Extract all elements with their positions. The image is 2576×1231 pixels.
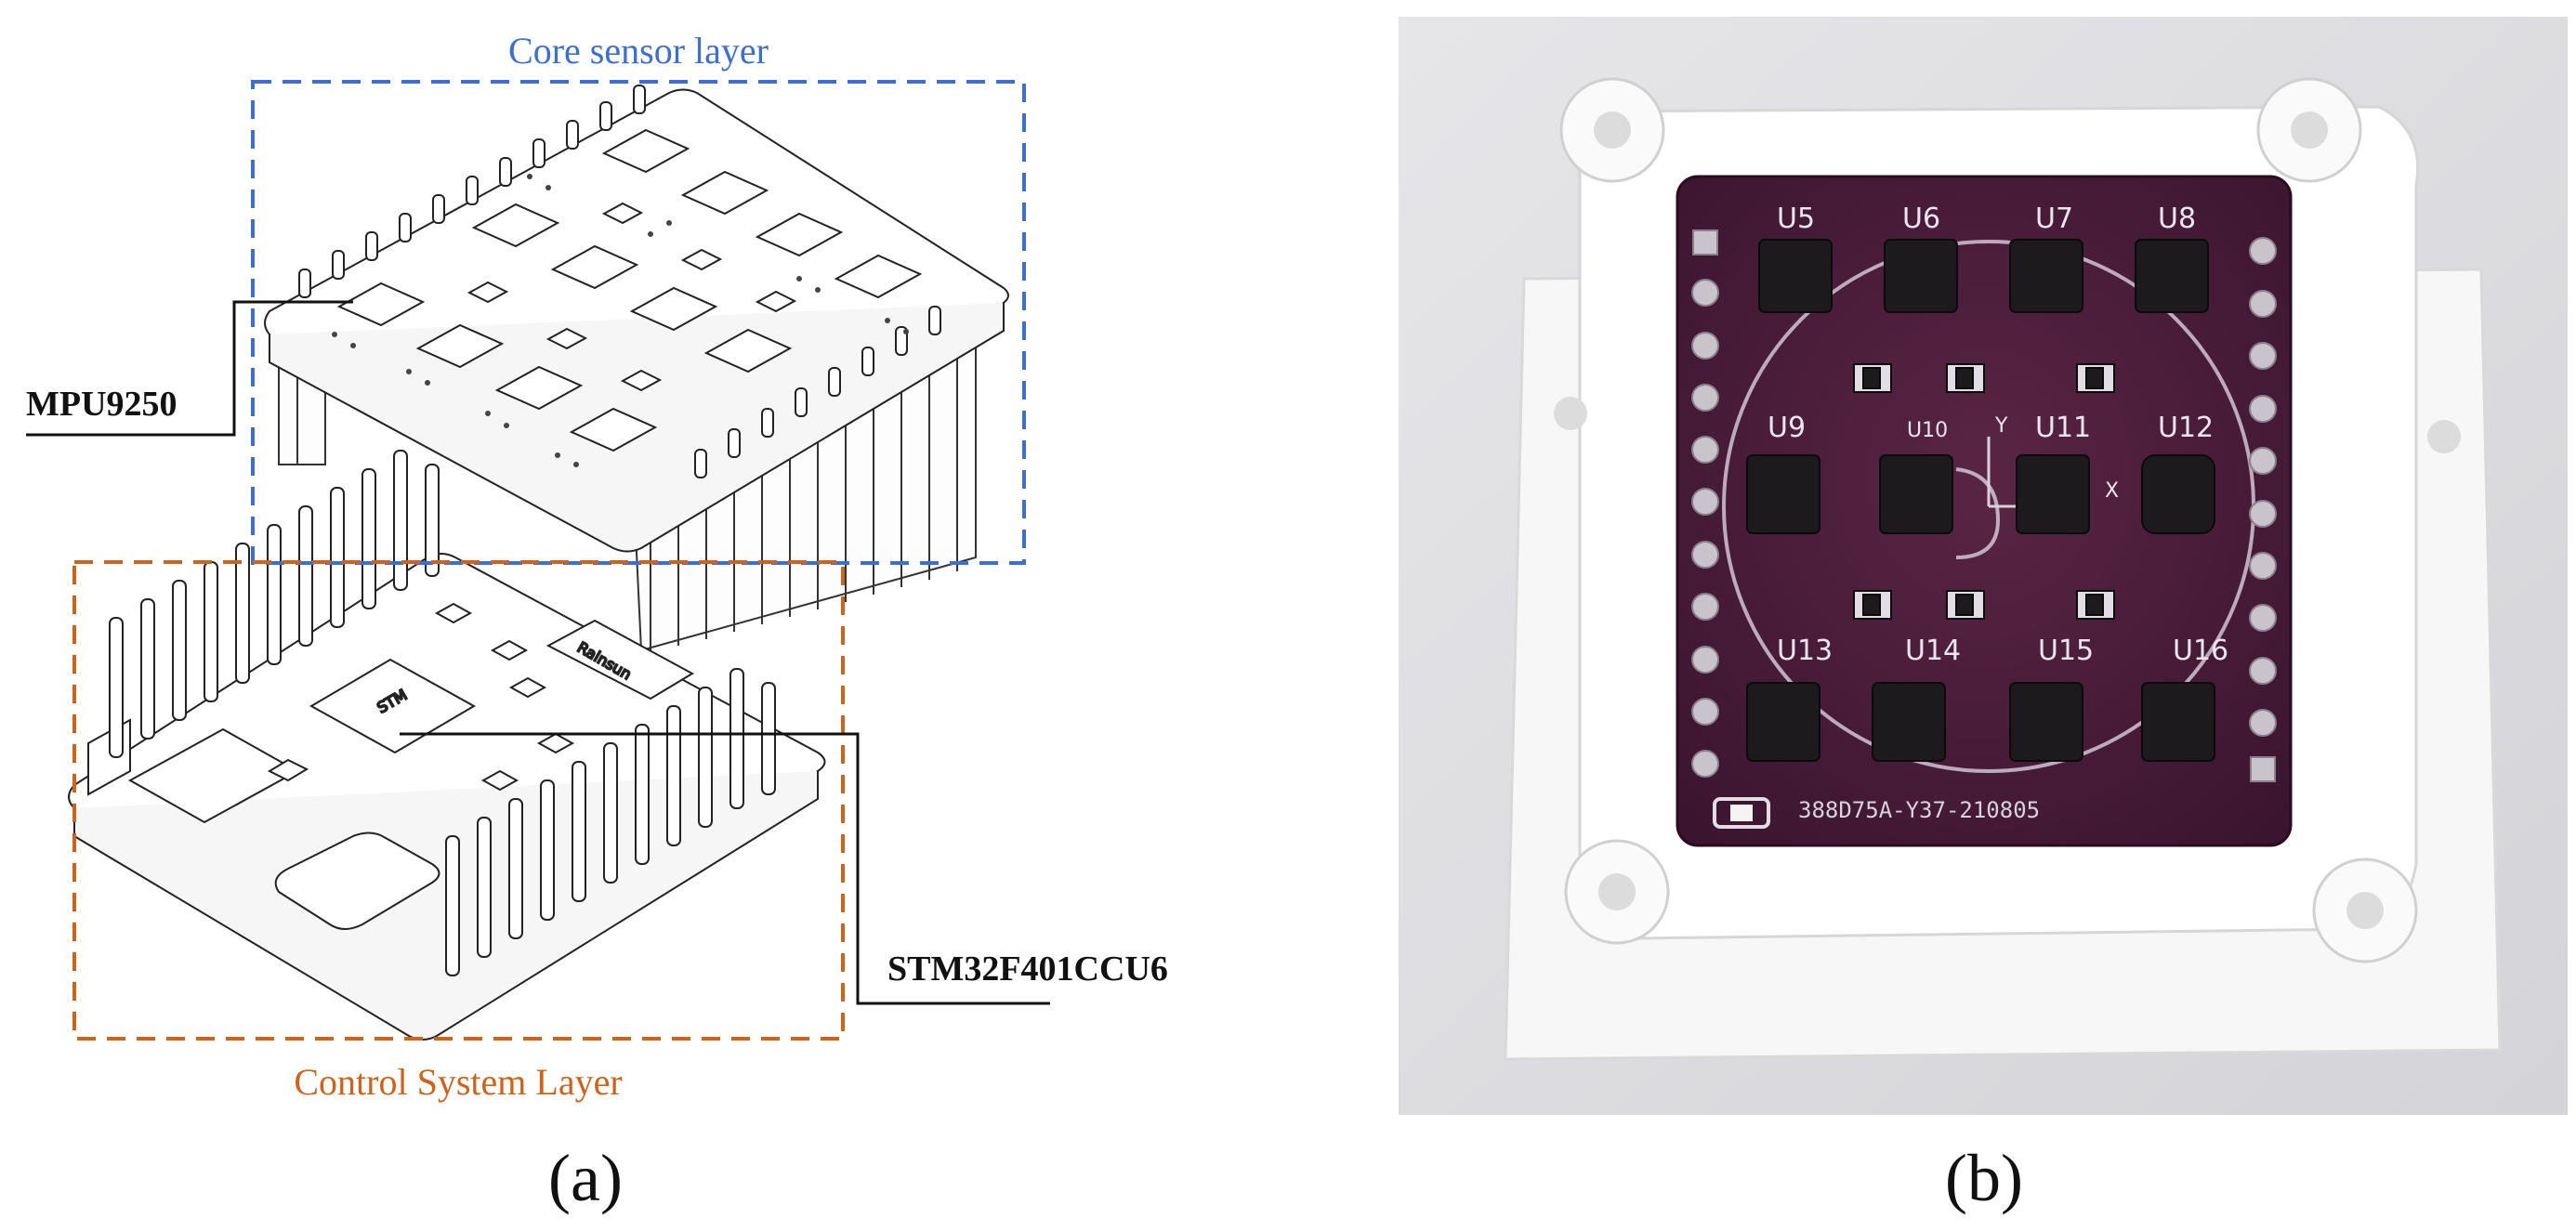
label-u15: U15 xyxy=(2038,635,2094,667)
y-axis-label: Y xyxy=(1994,414,2008,438)
core-sensor-board-drawing xyxy=(264,85,1009,652)
pcb-edge-pads-right xyxy=(2249,237,2277,782)
small-components xyxy=(1713,363,2115,829)
control-board-drawing: STM Rainsun xyxy=(68,450,826,1041)
panel-a-caption: (a) xyxy=(548,1141,623,1215)
usb-c-connector xyxy=(274,832,440,930)
label-u14: U14 xyxy=(1905,635,1961,667)
label-u7: U7 xyxy=(2035,203,2073,235)
panel-b: U5 U6 U7 U8 U9 U10 U11 U12 U13 U14 U15 U… xyxy=(1399,17,2568,1215)
pcb-edge-pads-left xyxy=(1691,229,1719,778)
mount-hole-br xyxy=(2346,892,2384,929)
control-small-parts xyxy=(267,602,575,792)
middle-row-chips xyxy=(1746,454,2215,534)
mount-hole-bl xyxy=(1598,873,1636,910)
core-vias xyxy=(332,174,909,467)
label-u6: U6 xyxy=(1902,203,1940,235)
mount-hole-tl xyxy=(1594,111,1631,149)
stm32-leader-line xyxy=(400,732,1050,1005)
label-u9: U9 xyxy=(1768,412,1806,444)
panel-a: STM Rainsun Core sensor layer Control Sy… xyxy=(26,30,1168,1215)
base-hole-right xyxy=(2427,420,2461,453)
mount-hole-tr xyxy=(2291,111,2328,149)
x-axis-label: X xyxy=(2105,479,2119,503)
board-code: 388D75A-Y37-210805 xyxy=(1798,797,2040,823)
stm32-chip-drawing xyxy=(309,658,477,754)
control-pins-left xyxy=(87,450,440,796)
bottom-row-chips xyxy=(1746,682,2215,762)
base-hole-left xyxy=(1554,397,1587,430)
core-sensor-layer-box xyxy=(251,80,1026,565)
label-u12: U12 xyxy=(2158,412,2214,444)
panel-b-caption: (b) xyxy=(1945,1141,2023,1215)
core-sensor-layer-label: Core sensor layer xyxy=(508,30,769,72)
stm32-label: STM32F401CCU6 xyxy=(887,949,1168,989)
sensor-pcb xyxy=(1676,175,2293,847)
core-sensor-chips xyxy=(336,128,923,452)
mpu9250-label: MPU9250 xyxy=(26,385,177,424)
label-u13: U13 xyxy=(1777,635,1833,667)
mpu9250-leader-line xyxy=(26,300,353,437)
module-stripe xyxy=(545,619,695,701)
label-u11: U11 xyxy=(2035,412,2091,444)
silkscreen-arc xyxy=(1955,467,2001,559)
label-u16: U16 xyxy=(2173,635,2228,667)
label-u5: U5 xyxy=(1777,203,1815,235)
top-row-chips xyxy=(1758,239,2209,313)
label-u8: U8 xyxy=(2158,203,2196,235)
control-system-layer-label: Control System Layer xyxy=(294,1061,622,1103)
core-pins xyxy=(298,85,941,478)
control-pins-right xyxy=(445,668,776,976)
label-u10: U10 xyxy=(1907,419,1948,442)
